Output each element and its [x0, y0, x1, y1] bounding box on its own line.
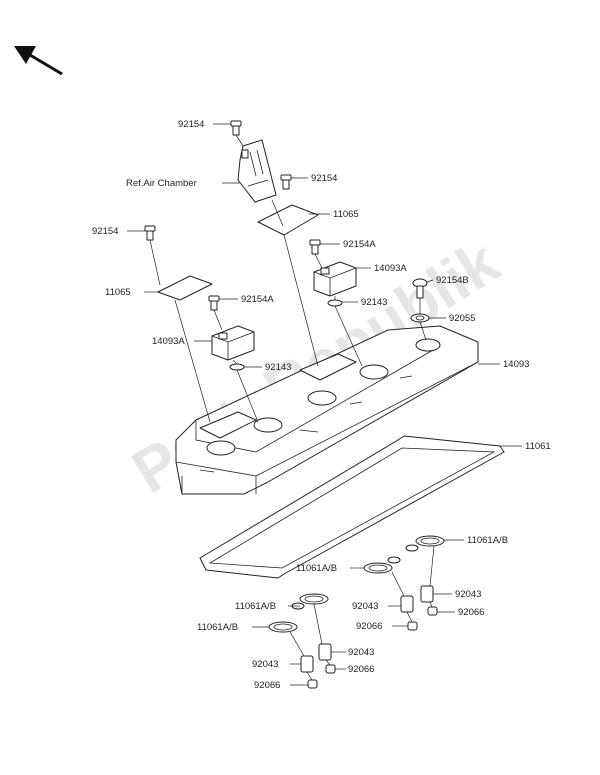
- air-chamber-bracket: [237, 139, 277, 203]
- label-grommet-r2: 92066: [356, 621, 382, 632]
- bolt-left: [144, 225, 156, 241]
- bolt-a-right: [309, 239, 321, 255]
- label-collar-l2: 92043: [252, 659, 278, 670]
- label-bolt-top: 92154: [178, 119, 204, 130]
- plug-gasket-r1: [405, 535, 445, 552]
- label-bracket-left: 14093A: [152, 336, 185, 347]
- collar-r2: [400, 595, 414, 613]
- arrow-up-left-icon: [14, 46, 63, 76]
- label-collar-r2: 92043: [352, 601, 378, 612]
- leader-lines: [127, 123, 522, 686]
- label-bolt-left: 92154: [92, 226, 118, 237]
- label-plug-gasket-l1: 11061A/B: [235, 601, 276, 612]
- callout-labels: 92154 Ref.Air Chamber 92154 11065 92154 …: [92, 119, 551, 691]
- label-plug-gasket-r2: 11061A/B: [296, 563, 337, 574]
- bolt-a-left: [208, 295, 220, 311]
- label-gasket-left: 11065: [105, 287, 131, 298]
- label-plug-gasket-r1: 11061A/B: [467, 535, 508, 546]
- label-washer-left: 92143: [265, 362, 291, 373]
- label-collar-r1: 92043: [455, 589, 481, 600]
- grommet-l1: [325, 664, 336, 674]
- label-cover-gasket: 11061: [525, 441, 551, 452]
- label-bolt-a-left: 92154A: [241, 294, 274, 305]
- collar-r1: [420, 585, 434, 603]
- grommet-l2: [307, 679, 318, 689]
- label-washer-right: 92143: [361, 297, 387, 308]
- bolt-top: [230, 120, 242, 136]
- bracket-left: [211, 325, 255, 361]
- plug-gasket-l1: [291, 593, 329, 610]
- gasket-right: [257, 204, 319, 236]
- grommet-r2: [407, 621, 418, 631]
- label-grommet-l1: 92066: [348, 664, 374, 675]
- grommet-r1: [427, 606, 438, 616]
- label-grommet-r1: 92066: [458, 607, 484, 618]
- gasket-left: [157, 275, 213, 301]
- label-plug-gasket-l2: 11061A/B: [197, 622, 238, 633]
- label-bolt-right-upper: 92154: [311, 173, 337, 184]
- cover-gasket: [199, 435, 505, 579]
- label-cover: 14093: [503, 359, 529, 370]
- label-seal-92055: 92055: [449, 313, 475, 324]
- seal-92055: [410, 313, 430, 323]
- collar-l2: [300, 655, 314, 673]
- bracket-right: [313, 261, 357, 297]
- label-gasket-right: 11065: [333, 209, 359, 220]
- label-bolt-b: 92154B: [436, 275, 469, 286]
- cylinder-head-cover: [175, 325, 479, 495]
- label-bracket-right: 14093A: [374, 263, 407, 274]
- label-ref-air-chamber: Ref.Air Chamber: [126, 178, 197, 189]
- plug-gasket-l2: [268, 621, 298, 633]
- label-grommet-l2: 92066: [254, 680, 280, 691]
- washer-left: [229, 363, 245, 371]
- bolt-right-upper: [280, 174, 292, 190]
- label-bolt-a-right: 92154A: [343, 239, 376, 250]
- plug-gasket-r2: [363, 556, 401, 574]
- washer-right: [327, 299, 343, 307]
- collar-l1: [318, 643, 332, 661]
- label-collar-l1: 92043: [348, 647, 374, 658]
- explosion-lines: [149, 134, 435, 681]
